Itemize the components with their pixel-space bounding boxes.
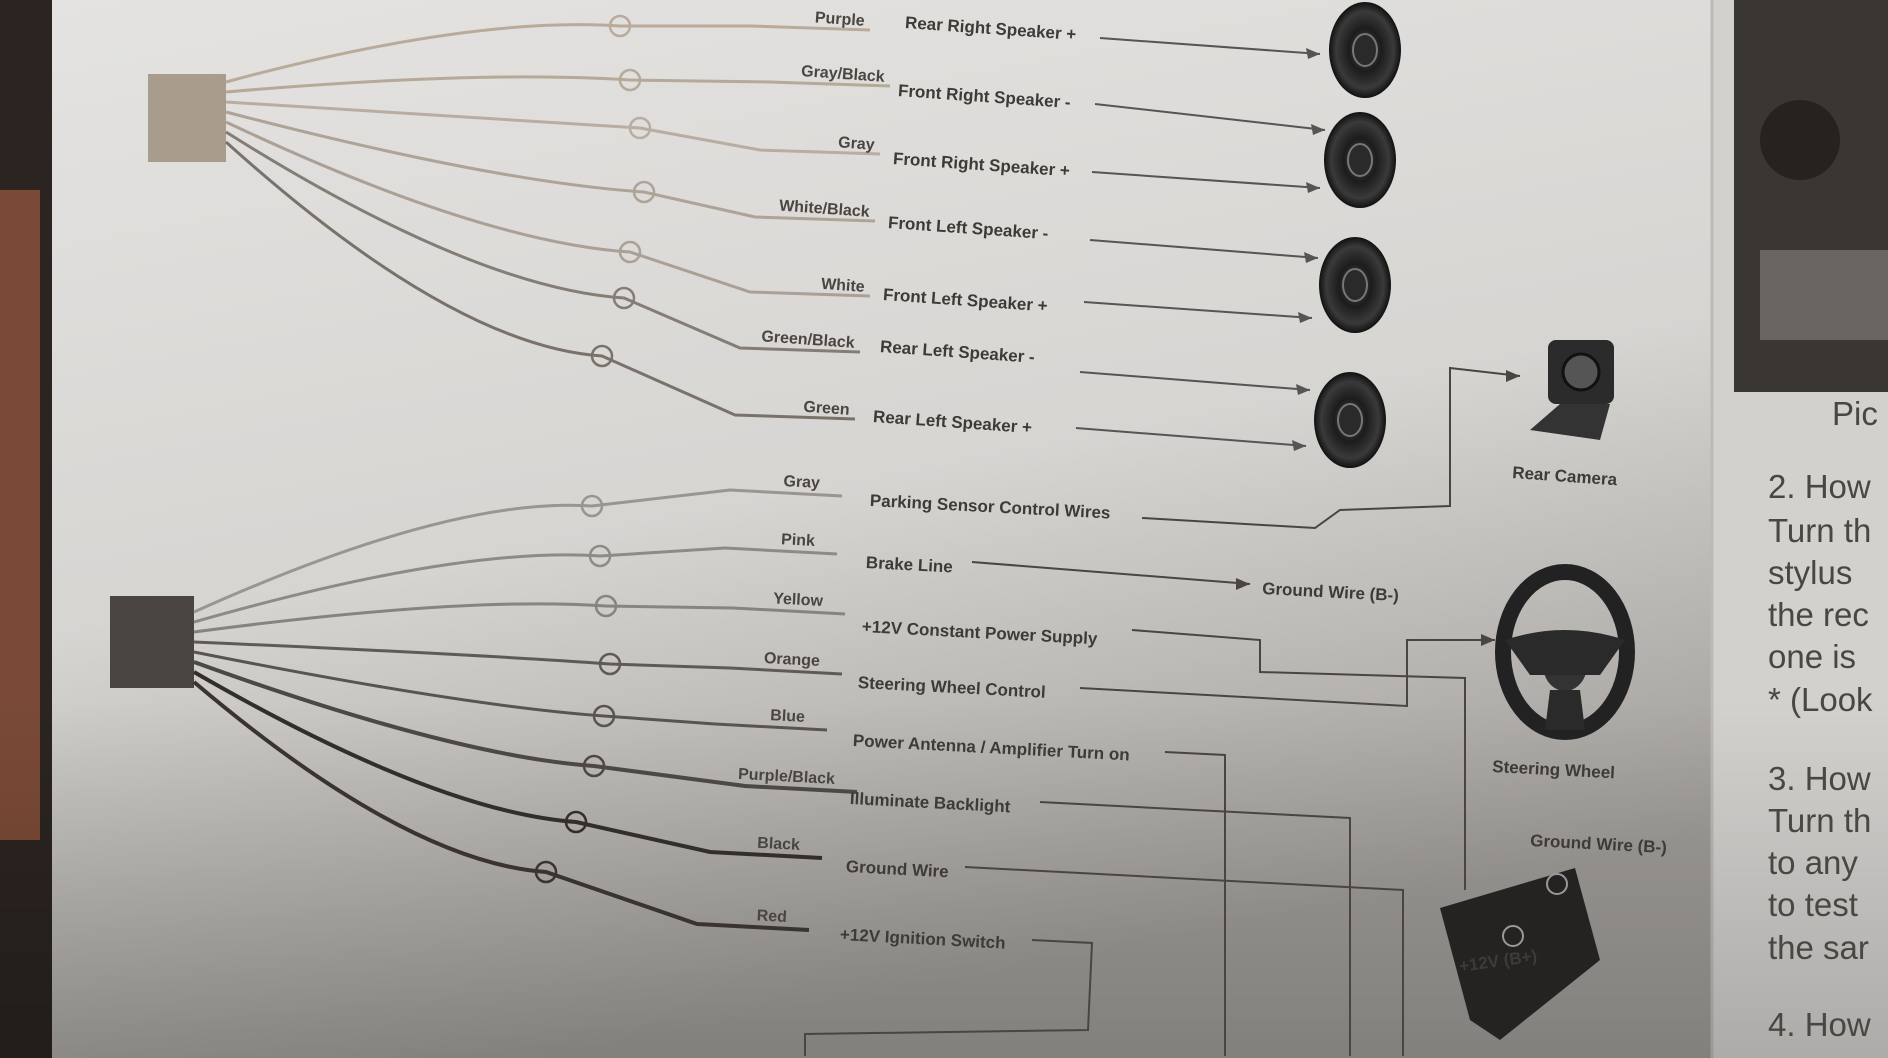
power-wire xyxy=(193,660,858,794)
steering-wheel-icon xyxy=(1495,564,1635,740)
speaker-harness-connector xyxy=(148,74,226,162)
connection-line xyxy=(1079,639,1495,708)
wire-ring-terminal xyxy=(632,180,656,204)
wire-ring-terminal xyxy=(612,286,636,310)
wire-color-label: Blue xyxy=(770,707,806,726)
connection-line xyxy=(1141,366,1521,530)
arrow-head-icon xyxy=(1298,312,1312,323)
wire-arrow-line xyxy=(1083,301,1313,319)
wire-ring-terminal xyxy=(580,494,604,518)
speaker-wire xyxy=(225,130,861,354)
wire-ring-terminal xyxy=(598,652,622,676)
wire-ring-terminal xyxy=(608,14,632,38)
arrow-head-icon xyxy=(1481,634,1495,646)
instruction-text-line: the sar xyxy=(1768,929,1869,966)
wire-color-label: Pink xyxy=(781,531,816,550)
speaker-wire xyxy=(224,140,856,421)
connection-line xyxy=(1131,629,1466,890)
wire-ring-terminal xyxy=(594,594,618,618)
wire-arrow-line xyxy=(1094,103,1326,131)
power-wire xyxy=(193,546,838,624)
power-wire xyxy=(192,670,823,860)
wire-color-label: Gray xyxy=(783,473,820,492)
wire-color-label: White xyxy=(821,276,866,296)
speaker-wire xyxy=(225,100,881,156)
instruction-text-line: * (Look xyxy=(1768,681,1873,718)
speaker-cone xyxy=(1342,268,1368,302)
instruction-text-line: 3. How xyxy=(1768,760,1871,797)
power-wire xyxy=(193,602,846,634)
power-wire xyxy=(193,640,843,676)
instruction-text-line: 2. How xyxy=(1768,468,1871,505)
instruction-text-line: to any xyxy=(1768,844,1858,881)
wire-color-label: Purple xyxy=(814,9,865,29)
connection-line xyxy=(804,939,1094,1056)
instruction-text-line: the rec xyxy=(1768,596,1869,633)
wire-color-label: Gray/Black xyxy=(801,63,886,86)
speaker-cone xyxy=(1347,143,1373,177)
wire-color-label: Black xyxy=(757,835,801,854)
wire-color-label: Orange xyxy=(764,650,821,670)
wire-color-label: Green/Black xyxy=(761,328,855,351)
wire-ring-terminal xyxy=(588,544,612,568)
arrow-head-icon xyxy=(1306,182,1320,193)
wire-function-label: Brake Line xyxy=(865,553,953,577)
arrow-head-icon xyxy=(1306,48,1320,59)
arrow-head-icon xyxy=(1311,124,1325,135)
rear-camera-icon xyxy=(1530,340,1614,440)
wire-ring-terminal xyxy=(534,860,558,884)
arrow-head-icon xyxy=(1296,384,1310,395)
dashboard-photo-vent xyxy=(1760,100,1840,180)
arrow-head-icon xyxy=(1506,370,1520,382)
instruction-text-line: one is xyxy=(1768,638,1856,675)
connection-line xyxy=(971,561,1251,585)
instruction-text-line: to test xyxy=(1768,886,1858,923)
instruction-text-line: stylus xyxy=(1768,554,1852,591)
wire-ring-terminal xyxy=(564,810,588,834)
speaker-cone xyxy=(1352,33,1378,67)
connection-line xyxy=(1164,751,1226,1056)
wire-ring-terminal xyxy=(590,344,614,368)
wire-ring-terminal xyxy=(628,116,652,140)
arrow-head-icon xyxy=(1292,440,1306,451)
instruction-text-line: 4. How xyxy=(1768,1006,1871,1043)
instruction-text-line: Turn th xyxy=(1768,802,1871,839)
power-harness-connector xyxy=(110,596,194,688)
dashboard-photo-detail xyxy=(1760,250,1888,340)
wire-color-label: Gray xyxy=(838,134,876,154)
connection-line xyxy=(964,866,1404,1056)
wire-ring-terminal xyxy=(618,68,642,92)
wire-ring-terminal xyxy=(582,754,606,778)
picture-caption: Pic xyxy=(1832,395,1878,432)
power-wire xyxy=(193,650,828,732)
wire-color-label: Purple/Black xyxy=(738,766,836,788)
connection-line xyxy=(1039,801,1351,1056)
wire-arrow-line xyxy=(1091,171,1321,189)
wire-ring-terminal xyxy=(618,240,642,264)
instruction-text-line: Turn th xyxy=(1768,512,1871,549)
speaker-wire xyxy=(225,110,876,223)
power-wire xyxy=(192,680,810,932)
arrow-head-icon xyxy=(1236,578,1250,590)
wire-arrow-line xyxy=(1075,427,1307,447)
wire-color-label: Red xyxy=(756,907,787,926)
arrow-head-icon xyxy=(1304,252,1318,263)
wire-arrow-line xyxy=(1099,37,1321,55)
speaker-cone xyxy=(1337,403,1363,437)
speaker-wire xyxy=(225,120,871,298)
power-wire xyxy=(193,488,843,614)
speaker-wire xyxy=(225,23,871,84)
wire-color-label: Green xyxy=(803,399,850,419)
wire-arrow-line xyxy=(1089,239,1319,259)
wire-arrow-line xyxy=(1079,371,1311,391)
wire-ring-terminal xyxy=(592,704,616,728)
wire-color-label: Yellow xyxy=(773,590,824,610)
car-battery-icon xyxy=(1440,868,1600,1040)
speaker-wire xyxy=(225,75,891,94)
wire-color-label: White/Black xyxy=(779,198,871,221)
